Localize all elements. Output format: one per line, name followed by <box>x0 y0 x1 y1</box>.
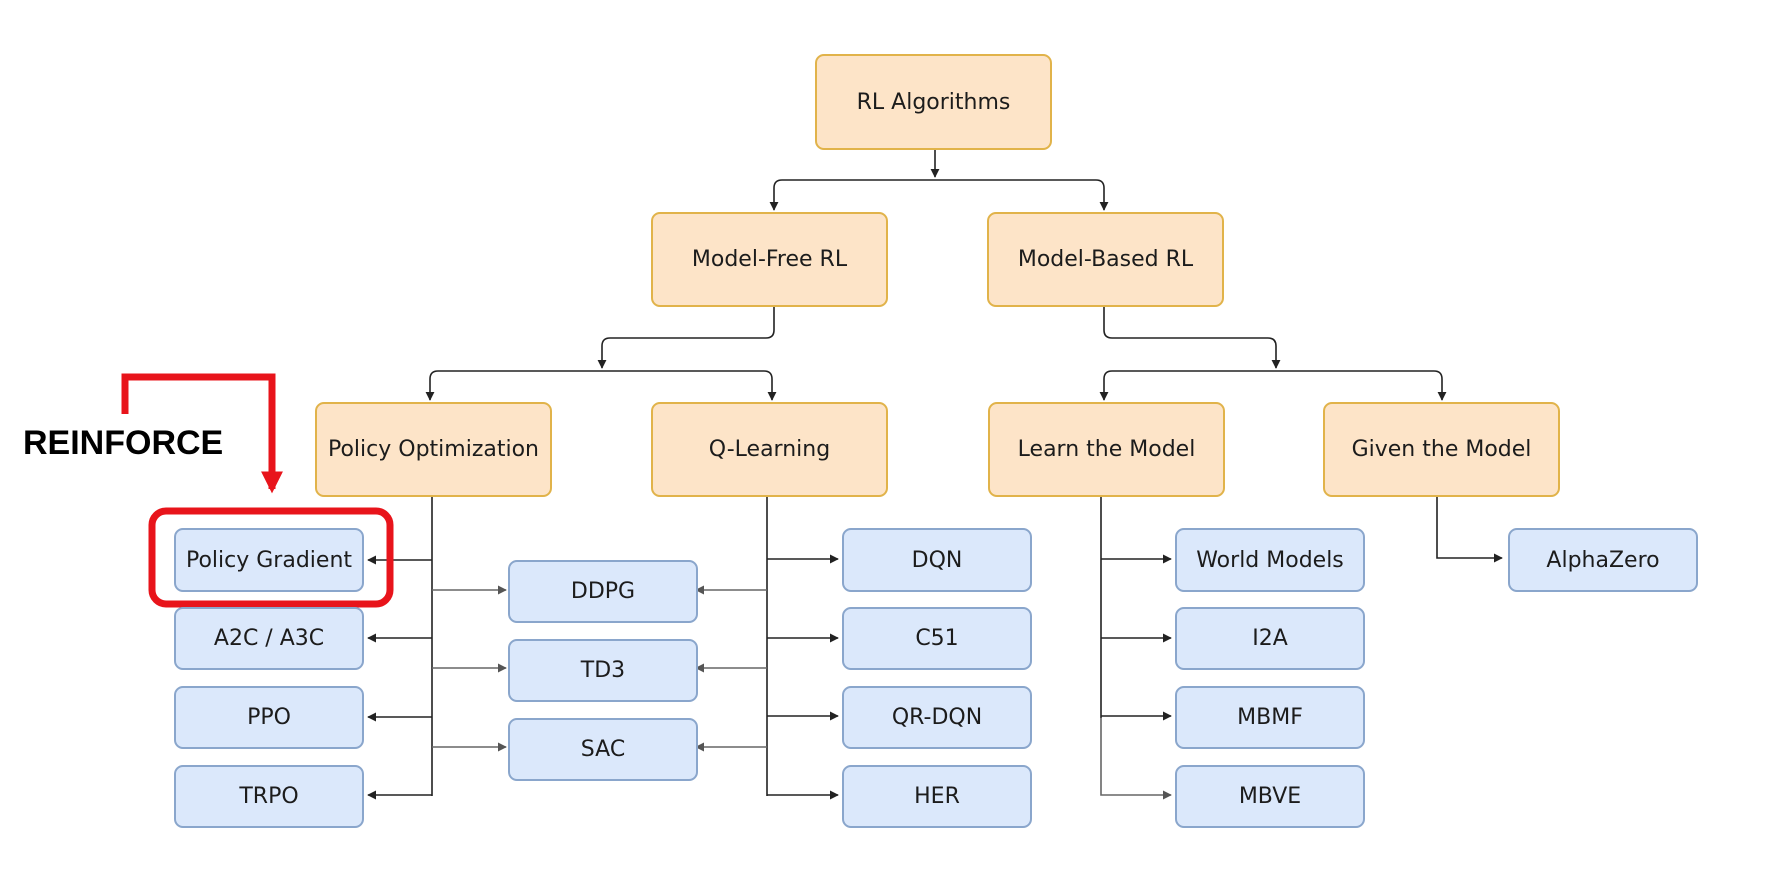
node-world-models: World Models <box>1175 528 1365 592</box>
node-a2c-a3c: A2C / A3C <box>174 607 364 670</box>
node-given-the-model: Given the Model <box>1323 402 1560 497</box>
node-qr-dqn: QR-DQN <box>842 686 1032 749</box>
node-sac: SAC <box>508 718 698 781</box>
connector-root-to-model-free <box>769 179 783 211</box>
node-trpo: TRPO <box>174 765 364 828</box>
annotation-label-reinforce: REINFORCE <box>23 424 224 462</box>
connector-root-bar <box>782 179 1109 211</box>
connector-model-free-stem <box>597 307 775 369</box>
node-rl-algorithms: RL Algorithms <box>815 54 1052 150</box>
node-alphazero: AlphaZero <box>1508 528 1698 592</box>
connector-to-policy-optimization <box>425 370 439 401</box>
highlight-box <box>148 507 394 608</box>
node-i2a: I2A <box>1175 607 1365 670</box>
connector-model-based-bar <box>1112 370 1447 401</box>
node-learn-the-model: Learn the Model <box>988 402 1225 497</box>
node-policy-gradient: Policy Gradient <box>174 528 364 592</box>
node-c51: C51 <box>842 607 1032 670</box>
node-model-free-rl: Model-Free RL <box>651 212 888 307</box>
node-dqn: DQN <box>842 528 1032 592</box>
connector-to-mbve <box>1100 718 1172 800</box>
node-policy-optimization: Policy Optimization <box>315 402 552 497</box>
hybrid-connectors <box>432 585 1172 800</box>
connector-to-learn-the-model <box>1099 370 1113 401</box>
node-mbmf: MBMF <box>1175 686 1365 749</box>
tree-connectors <box>367 150 1503 800</box>
node-ddpg: DDPG <box>508 560 698 623</box>
node-q-learning: Q-Learning <box>651 402 888 497</box>
connector-to-alphazero <box>1436 497 1503 563</box>
connector-model-free-bar <box>438 370 777 401</box>
connector-model-based-stem <box>1103 307 1281 369</box>
node-ppo: PPO <box>174 686 364 749</box>
node-mbve: MBVE <box>1175 765 1365 828</box>
node-her: HER <box>842 765 1032 828</box>
node-model-based-rl: Model-Based RL <box>987 212 1224 307</box>
node-td3: TD3 <box>508 639 698 702</box>
annotation-arrow <box>121 373 283 494</box>
